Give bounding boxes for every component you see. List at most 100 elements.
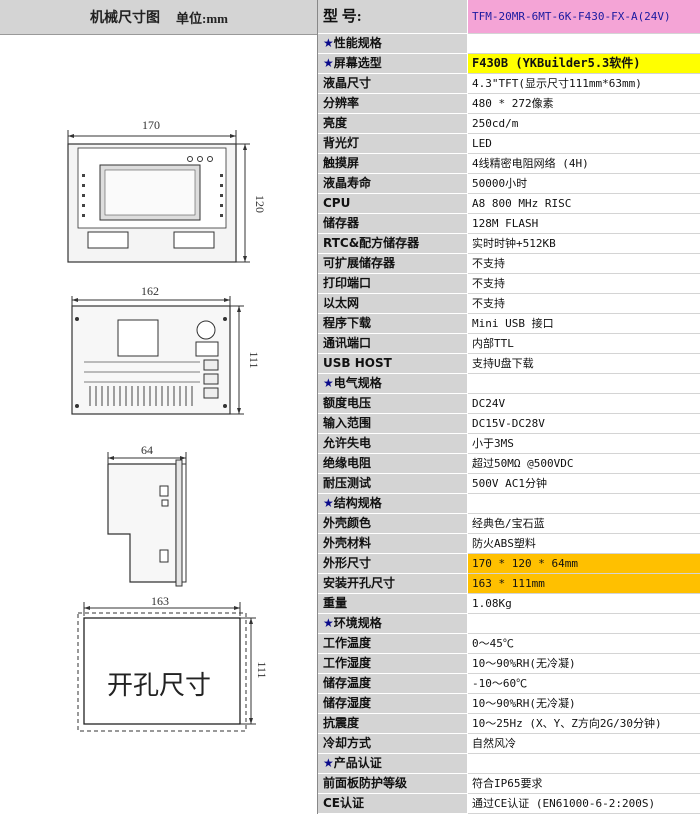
spec-label: 以太网: [318, 294, 468, 314]
spec-value: [468, 34, 700, 54]
spec-value: 10～25Hz (X、Y、Z方向2G/30分钟): [468, 714, 700, 734]
spec-value: 1.08Kg: [468, 594, 700, 614]
spec-value: 170 * 120 * 64mm: [468, 554, 700, 574]
spec-row: 外壳材料防火ABS塑料: [318, 534, 700, 554]
star-icon: ★: [323, 56, 334, 70]
spec-value: [468, 374, 700, 394]
spec-value: 10～90%RH(无冷凝): [468, 654, 700, 674]
spec-value: 4线精密电阻网络 (4H): [468, 154, 700, 174]
spec-value: 不支持: [468, 274, 700, 294]
spec-label: 液晶尺寸: [318, 74, 468, 94]
spec-value: 经典色/宝石蓝: [468, 514, 700, 534]
star-icon: ★: [323, 756, 334, 770]
spec-value: 10～90%RH(无冷凝): [468, 694, 700, 714]
spec-label: 重量: [318, 594, 468, 614]
section-row: ★结构规格: [318, 494, 700, 514]
spec-value: 128M FLASH: [468, 214, 700, 234]
spec-value: 250cd/m: [468, 114, 700, 134]
spec-label: 输入范围: [318, 414, 468, 434]
spec-label: CPU: [318, 194, 468, 214]
model-value: TFM-20MR-6MT-6K-F430-FX-A(24V): [468, 0, 700, 34]
spec-value: [468, 754, 700, 774]
spec-value: 支持U盘下载: [468, 354, 700, 374]
spec-label: 储存湿度: [318, 694, 468, 714]
spec-value: 50000小时: [468, 174, 700, 194]
spec-label: 可扩展储存器: [318, 254, 468, 274]
spec-label: USB HOST: [318, 354, 468, 374]
spec-label: 外壳材料: [318, 534, 468, 554]
drawing-panel-header: 机械尺寸图 单位:mm: [0, 0, 318, 35]
spec-label: 背光灯: [318, 134, 468, 154]
spec-value: [468, 614, 700, 634]
model-row: 型 号: TFM-20MR-6MT-6K-F430-FX-A(24V): [318, 0, 700, 34]
spec-row: RTC&配方储存器实时时钟+512KB: [318, 234, 700, 254]
panel-divider: [317, 0, 318, 814]
cutout-height-label: 111: [255, 661, 269, 678]
front-view-drawing: 170 120: [67, 118, 267, 263]
back-width-label: 162: [141, 284, 159, 298]
drawing-unit: 单位:mm: [176, 10, 228, 26]
drawing-title: 机械尺寸图: [90, 11, 160, 26]
spec-value: 500V AC1分钟: [468, 474, 700, 494]
spec-row: CE认证通过CE认证 (EN61000-6-2:200S): [318, 794, 700, 814]
mechanical-drawings: 170 120: [67, 118, 269, 732]
star-icon: ★: [323, 616, 334, 630]
section-title: ★性能规格: [318, 34, 468, 54]
spec-label: 触摸屏: [318, 154, 468, 174]
cutout-drawing: 163 111 开孔尺寸: [77, 594, 269, 732]
spec-value: A8 800 MHz RISC: [468, 194, 700, 214]
spec-label: 程序下载: [318, 314, 468, 334]
spec-label: 外形尺寸: [318, 554, 468, 574]
spec-value: 内部TTL: [468, 334, 700, 354]
spec-row: 允许失电小于3MS: [318, 434, 700, 454]
spec-label: 通讯端口: [318, 334, 468, 354]
spec-row: 冷却方式自然风冷: [318, 734, 700, 754]
spec-value: 自然风冷: [468, 734, 700, 754]
cutout-label: 开孔尺寸: [107, 671, 211, 700]
spec-label: 耐压测试: [318, 474, 468, 494]
section-row: ★性能规格: [318, 34, 700, 54]
spec-value: 符合IP65要求: [468, 774, 700, 794]
section-title: ★屏幕选型: [318, 54, 468, 74]
spec-label: 储存器: [318, 214, 468, 234]
spec-row: 绝缘电阻超过50MΩ @500VDC: [318, 454, 700, 474]
star-icon: ★: [323, 496, 334, 510]
spec-value: 0～45℃: [468, 634, 700, 654]
section-title: ★结构规格: [318, 494, 468, 514]
front-height-label: 120: [253, 195, 267, 213]
side-view-drawing: 64: [107, 443, 187, 587]
spec-value: 通过CE认证 (EN61000-6-2:200S): [468, 794, 700, 814]
spec-label: 分辨率: [318, 94, 468, 114]
section-row: ★产品认证: [318, 754, 700, 774]
spec-value: 不支持: [468, 254, 700, 274]
cutout-width-label: 163: [151, 594, 169, 608]
spec-label: 前面板防护等级: [318, 774, 468, 794]
section-row: ★环境规格: [318, 614, 700, 634]
spec-row: 外壳颜色经典色/宝石蓝: [318, 514, 700, 534]
spec-row: 打印端口不支持: [318, 274, 700, 294]
spec-row: 储存温度-10～60℃: [318, 674, 700, 694]
spec-value: F430B (YKBuilder5.3软件): [468, 54, 700, 74]
spec-label: 液晶寿命: [318, 174, 468, 194]
spec-label: 安装开孔尺寸: [318, 574, 468, 594]
spec-label: 绝缘电阻: [318, 454, 468, 474]
star-icon: ★: [323, 376, 334, 390]
model-key: 型 号:: [318, 0, 468, 34]
spec-label: 储存温度: [318, 674, 468, 694]
spec-label: 工作温度: [318, 634, 468, 654]
spec-label: RTC&配方储存器: [318, 234, 468, 254]
